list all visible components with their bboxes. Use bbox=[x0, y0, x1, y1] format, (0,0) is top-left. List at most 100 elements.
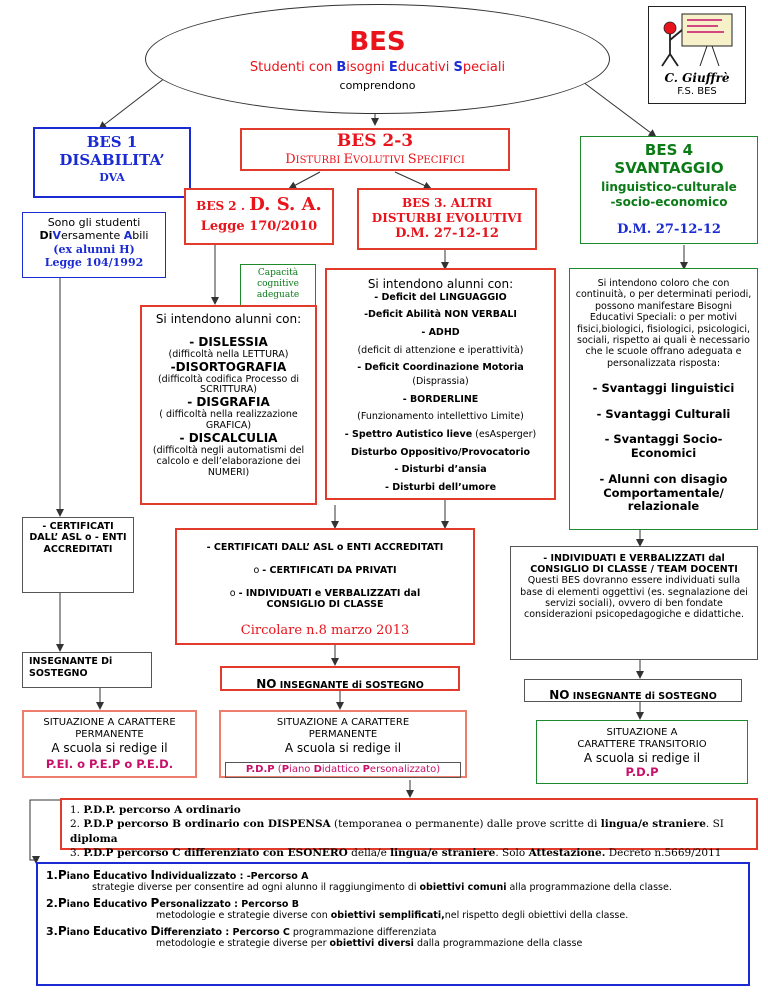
capacita-box: Capacità cognitive adeguate bbox=[240, 264, 316, 306]
svantaggio-item-3: - Svantaggi Socio-Economici bbox=[604, 432, 723, 460]
bes2-law: Legge 170/2010 bbox=[200, 218, 318, 234]
bes1-box: BES 1 DISABILITA’ DVA bbox=[33, 127, 191, 198]
altri-l7: - BORDERLINE bbox=[402, 393, 479, 405]
dsa-disgrafia-desc: ( difficoltà nella realizzazione GRAFICA… bbox=[159, 409, 298, 432]
certificati-box: - CERTIFICATI DALL’ ASL o ENTI ACCREDITA… bbox=[175, 528, 475, 645]
altri-l10: Disturbo Oppositivo/Provocatorio bbox=[351, 446, 530, 458]
teacher-logo-icon bbox=[661, 13, 733, 67]
bes-subtitle: Studenti con Bisogni Educativi Speciali bbox=[249, 59, 506, 75]
percorso-1: 1. P.D.P. percorso A ordinario bbox=[70, 804, 241, 816]
cert2-l1: - CERTIFICATI DALL’ ASL o ENTI ACCREDITA… bbox=[206, 542, 444, 553]
sit2-pdp-box: P.D.P (Piano Didattico Personalizzato) bbox=[225, 762, 461, 778]
bes1-desc-line2: DiVersamente Abili bbox=[39, 229, 149, 243]
situazione-box-2: SITUAZIONE A CARATTERE PERMANENTE A scuo… bbox=[219, 710, 467, 778]
insegnante-box: INSEGNANTE Di SOSTEGNO bbox=[22, 652, 152, 688]
no-sostegno-box-2: NO INSEGNANTE di SOSTEGNO bbox=[524, 679, 742, 702]
bes23-title: BES 2-3 bbox=[336, 131, 414, 151]
svantaggio-item-1: - Svantaggi linguistici bbox=[592, 381, 735, 396]
comprendono-label: comprendono bbox=[339, 78, 416, 92]
altri-l5: - Deficit Coordinazione Motoria bbox=[357, 362, 524, 374]
bes4-box: BES 4 SVANTAGGIO linguistico-culturale -… bbox=[580, 136, 758, 244]
bes1-title2: DISABILITA’ bbox=[59, 151, 165, 169]
circolare-label: Circolare n.8 marzo 2013 bbox=[240, 622, 410, 638]
legenda-item-1: 1.Piano Educativo Individualizzato : -Pe… bbox=[46, 868, 309, 882]
bes4-title: BES 4 bbox=[644, 141, 694, 159]
sit3-l2: A scuola si redige il bbox=[583, 751, 701, 765]
sit3-l3: P.D.P bbox=[625, 765, 659, 780]
bes23-sub: DISTURBI EVOLUTIVI SPECIFICI bbox=[285, 151, 465, 167]
legenda-item-2: 2.Piano Educativo Personalizzato : Perco… bbox=[46, 896, 299, 910]
bes1-desc-box: Sono gli studenti DiVersamente Abili (ex… bbox=[22, 212, 166, 278]
bes3-box: BES 3. ALTRI DISTURBI EVOLUTIVI D.M. 27-… bbox=[357, 188, 537, 250]
bes2-title: BES 2 . D. S. A. bbox=[196, 194, 322, 215]
legenda-desc-1: strategie diverse per consentire ad ogni… bbox=[92, 882, 672, 893]
svantaggio-item-2: - Svantaggi Culturali bbox=[596, 407, 731, 422]
dsa-discalculia: - DISCALCULIA bbox=[179, 431, 278, 445]
bes3-title: BES 3. ALTRI bbox=[401, 196, 493, 210]
dsa-discalculia-desc: (difficoltà negli automatismi del calcol… bbox=[152, 444, 305, 478]
sit3-l1: SITUAZIONE A CARATTERE TRANSITORIO bbox=[577, 727, 707, 750]
altri-l2: -Deficit Abilità NON VERBALI bbox=[364, 309, 517, 321]
bes-header-text: BES Studenti con Bisogni Educativi Speci… bbox=[150, 28, 605, 92]
altri-list-box: Si intendono alunni con: - Deficit del L… bbox=[325, 268, 556, 500]
altri-l11: - Disturbi d’ansia bbox=[394, 464, 487, 476]
cert2-l2: o - CERTIFICATI DA PRIVATI bbox=[253, 565, 397, 576]
sit1-l2: A scuola si redige il bbox=[51, 741, 168, 755]
sit1-l1: SITUAZIONE A CARATTERE PERMANENTE bbox=[43, 717, 176, 740]
bes3-dm: D.M. 27-12-12 bbox=[395, 226, 499, 241]
no-sostegno-box-1: NO INSEGNANTE di SOSTEGNO bbox=[220, 666, 460, 691]
altri-l12: - Disturbi dell’umore bbox=[384, 482, 497, 494]
altri-l4: (deficit di attenzione e iperattività) bbox=[357, 344, 524, 356]
altri-intro: Si intendono alunni con: bbox=[367, 277, 514, 291]
situazione-box-1: SITUAZIONE A CARATTERE PERMANENTE A scuo… bbox=[22, 710, 197, 778]
bes1-desc-line4: Legge 104/1992 bbox=[44, 256, 144, 270]
altri-l6: (Disprassia) bbox=[412, 376, 469, 388]
bes1-title: BES 1 bbox=[86, 133, 138, 151]
bes2-dsa-box: BES 2 . D. S. A. Legge 170/2010 bbox=[184, 188, 334, 245]
percorso-3: 3. P.D.P percorso C differenziato con ES… bbox=[70, 847, 722, 873]
bes4-sub1: linguistico-culturale bbox=[601, 180, 737, 194]
svantaggio-item-4: - Alunni con disagio Comportamentale/ re… bbox=[599, 471, 728, 514]
legenda-desc-3: metodologie e strategie diverse per obie… bbox=[156, 938, 583, 949]
certificati-asl-box: - CERTIFICATI DALL’ ASL o - ENTI ACCREDI… bbox=[22, 517, 134, 593]
dsa-disortografia-desc: (difficoltà codifica Processo di SCRITTU… bbox=[157, 373, 300, 396]
bes23-box: BES 2-3 DISTURBI EVOLUTIVI SPECIFICI bbox=[240, 128, 510, 171]
bes4-dm: D.M. 27-12-12 bbox=[617, 222, 721, 237]
legenda-desc-2: metodologie e strategie diverse con obie… bbox=[156, 910, 629, 921]
sit1-l3: P.EI. o P.E.P o P.E.D. bbox=[45, 757, 174, 772]
individuati-l1: - INDIVIDUATI E VERBALIZZATI dal CONSIGL… bbox=[530, 553, 738, 576]
bes1-desc-line1: Sono gli studenti bbox=[47, 216, 141, 229]
logo-name: C. Giuffrè bbox=[664, 71, 730, 85]
situazione-box-3: SITUAZIONE A CARATTERE TRANSITORIO A scu… bbox=[536, 720, 748, 784]
bes1-dva: DVA bbox=[99, 171, 125, 184]
altri-l8: (Funzionamento intellettivo Limite) bbox=[357, 411, 524, 423]
cert2-l3: o - INDIVIDUATI e VERBALIZZATI dal CONSI… bbox=[229, 588, 421, 611]
dsa-dislessia-desc: (difficoltà nella LETTURA) bbox=[168, 348, 289, 360]
altri-l1: - Deficit del LINGUAGGIO bbox=[374, 291, 507, 303]
altri-l9: - Spettro Autistico lieve (esAsperger) bbox=[344, 429, 537, 441]
bes4-title2: SVANTAGGIO bbox=[614, 159, 724, 177]
legenda-box: 1.Piano Educativo Individualizzato : -Pe… bbox=[36, 862, 750, 986]
bes4-sub2: -socio-economico bbox=[610, 195, 728, 209]
sit2-l1: SITUAZIONE A CARATTERE PERMANENTE bbox=[276, 717, 410, 740]
bes1-desc-line3: (ex alunni H) bbox=[53, 242, 135, 256]
altri-l3: - ADHD bbox=[421, 327, 460, 339]
dsa-intro: Si intendono alunni con: bbox=[155, 312, 302, 326]
dsa-disortografia: -DISORTOGRAFIA bbox=[170, 359, 287, 374]
bes3-line2: DISTURBI EVOLUTIVI bbox=[371, 211, 523, 225]
individuati-box: - INDIVIDUATI E VERBALIZZATI dal CONSIGL… bbox=[510, 546, 758, 660]
logo-role: F.S. BES bbox=[677, 86, 717, 97]
legenda-item-3: 3.Piano Educativo Differenziato : Percor… bbox=[46, 924, 437, 938]
dsa-disgrafia: - DISGRAFIA bbox=[187, 395, 270, 410]
bes-title: BES bbox=[349, 27, 406, 57]
dsa-list-box: Si intendono alunni con: - DISLESSIA (di… bbox=[140, 305, 317, 505]
sit2-l2: A scuola si redige il bbox=[284, 741, 402, 755]
percorso-2: 2. P.D.P percorso B ordinario con DISPEN… bbox=[70, 818, 724, 845]
svantaggio-desc-box: Si intendono coloro che con continuità, … bbox=[569, 268, 758, 530]
svantaggio-intro: Si intendono coloro che con continuità, … bbox=[575, 278, 752, 369]
bes-header-ellipse bbox=[145, 4, 610, 114]
individuati-l2: Questi BES dovranno essere individuati s… bbox=[520, 575, 748, 621]
dsa-dislessia: - DISLESSIA bbox=[189, 335, 268, 349]
percorsi-box: 1. P.D.P. percorso A ordinario 2. P.D.P … bbox=[60, 798, 758, 874]
